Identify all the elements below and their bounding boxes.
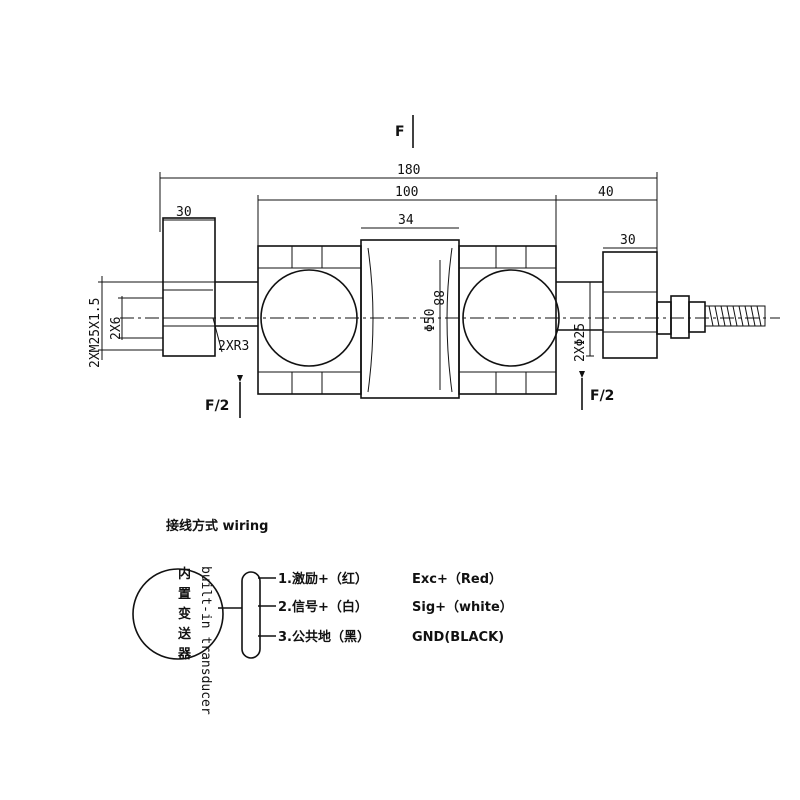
wire-1-cn: 1.激励+（红） [278, 571, 368, 587]
wiring-section: 接线方式 wiring 内 置 变 送 器 built-in transduce… [132, 518, 513, 715]
dim-center-block: 34 [398, 213, 414, 228]
dim-center-diameter: Φ50 [423, 309, 438, 332]
transducer-cn-3: 变 [178, 606, 191, 622]
dim-right-hole: 2XΦ25 [573, 323, 588, 362]
dimension-right-block: 30 [603, 233, 657, 249]
wire-1-en: Exc+（Red） [412, 571, 502, 587]
wiring-title: 接线方式 wiring [166, 518, 268, 534]
dim-radius: 2XR3 [218, 339, 249, 354]
dim-center-height: 88 [430, 290, 445, 306]
force-arrow-left: F/2 [205, 375, 243, 418]
body-right [458, 245, 560, 395]
force-arrow-right: F/2 [579, 371, 614, 410]
transducer-cn-2: 置 [178, 587, 191, 602]
force-label-top: F [395, 124, 405, 140]
body-left [257, 245, 362, 395]
dimension-body: 100 40 [257, 185, 657, 260]
dim-body-length: 100 [395, 185, 418, 200]
transducer-cn-5: 器 [177, 647, 192, 662]
force-arrow-top: F [395, 115, 414, 148]
dimension-center-block: 34 [361, 213, 459, 229]
wire-3-en: GND(BLACK) [412, 630, 504, 645]
dim-left-block: 30 [176, 205, 192, 220]
dim-right-block: 30 [620, 233, 636, 248]
wire-3-cn: 3.公共地（黑） [278, 629, 370, 645]
force-label-right: F/2 [590, 388, 614, 404]
wire-2-en: Sig+（white） [412, 599, 513, 615]
dim-right-length: 40 [598, 185, 614, 200]
center-block: Φ50 88 [360, 239, 460, 399]
left-mounting-block [162, 217, 223, 357]
dimension-left-block: 30 [163, 205, 215, 221]
transducer-circle [132, 568, 224, 660]
cable-connector [656, 295, 766, 339]
transducer-cn-1: 内 [178, 566, 191, 582]
dimension-overall: 180 [159, 163, 658, 260]
wire-2-cn: 2.信号+（白） [278, 599, 368, 615]
dim-overall-length: 180 [397, 163, 420, 178]
transducer-cn-4: 送 [177, 626, 192, 642]
force-label-left: F/2 [205, 398, 229, 414]
dim-left-hole: 2X6 [109, 317, 124, 340]
connector-rods [215, 281, 603, 331]
dim-thread: 2XM25X1.5 [88, 298, 103, 368]
right-mounting-block: 2XΦ25 [573, 251, 658, 362]
left-vertical-dims: 2XM25X1.5 2X6 2XR3 [88, 276, 249, 368]
transducer-en: built-in transducer [198, 566, 213, 715]
